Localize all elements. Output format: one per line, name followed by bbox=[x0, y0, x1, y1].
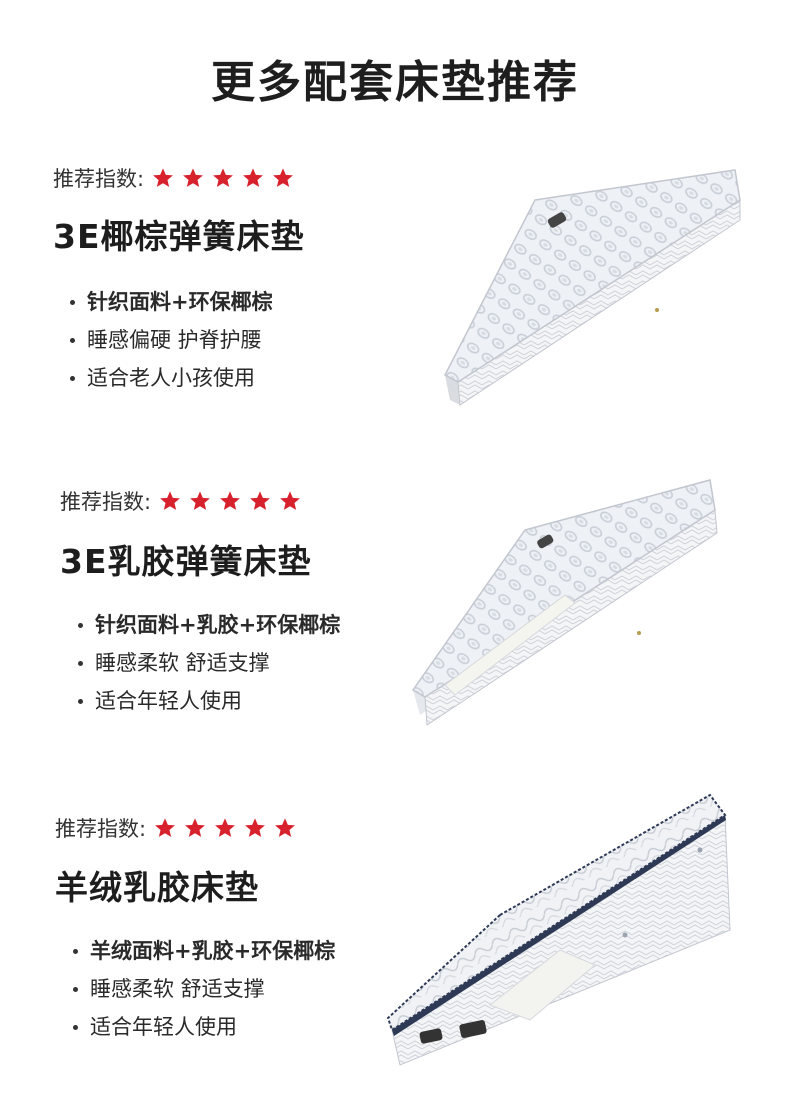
star-icon bbox=[159, 490, 181, 512]
bullet-icon bbox=[70, 299, 75, 305]
star-icon bbox=[244, 817, 266, 839]
feature-item: 适合年轻人使用 bbox=[73, 1008, 335, 1046]
rating-label: 推荐指数: bbox=[53, 167, 145, 191]
rating-label: 推荐指数: bbox=[55, 817, 147, 841]
mattress-image bbox=[411, 479, 718, 726]
feature-text: 睡感柔软 舒适支撑 bbox=[95, 651, 270, 675]
product-name: 3E椰棕弹簧床垫 bbox=[53, 217, 305, 256]
feature-list: 针织面料+乳胶+环保椰棕 睡感柔软 舒适支撑 适合年轻人使用 bbox=[78, 606, 340, 720]
feature-text: 睡感偏硬 护脊护腰 bbox=[87, 328, 262, 352]
page-title: 更多配套床垫推荐 bbox=[211, 57, 579, 108]
mattress-image bbox=[386, 793, 731, 1066]
bullet-icon bbox=[73, 986, 78, 992]
bullet-icon bbox=[78, 698, 83, 704]
rating-row: 推荐指数: bbox=[53, 163, 302, 193]
feature-text: 睡感柔软 舒适支撑 bbox=[90, 977, 265, 1001]
star-icon bbox=[249, 490, 271, 512]
feature-text: 针织面料+环保椰棕 bbox=[87, 290, 273, 314]
bullet-icon bbox=[73, 1024, 78, 1030]
product-name: 羊绒乳胶床垫 bbox=[55, 868, 259, 907]
feature-item: 适合年轻人使用 bbox=[78, 682, 340, 720]
rating-stars bbox=[152, 167, 302, 189]
rating-stars bbox=[154, 817, 304, 839]
star-icon bbox=[214, 817, 236, 839]
feature-item: 睡感柔软 舒适支撑 bbox=[73, 970, 335, 1008]
star-icon bbox=[279, 490, 301, 512]
feature-list: 羊绒面料+乳胶+环保椰棕 睡感柔软 舒适支撑 适合年轻人使用 bbox=[73, 932, 335, 1046]
feature-text: 适合年轻人使用 bbox=[95, 689, 242, 713]
rating-row: 推荐指数: bbox=[55, 813, 304, 843]
bullet-icon bbox=[78, 660, 83, 666]
rating-row: 推荐指数: bbox=[60, 486, 309, 516]
feature-item: 适合老人小孩使用 bbox=[70, 359, 273, 397]
feature-text: 适合老人小孩使用 bbox=[87, 366, 255, 390]
product-name: 3E乳胶弹簧床垫 bbox=[60, 542, 312, 581]
star-icon bbox=[212, 167, 234, 189]
feature-item: 针织面料+环保椰棕 bbox=[70, 283, 273, 321]
feature-item: 针织面料+乳胶+环保椰棕 bbox=[78, 606, 340, 644]
feature-text: 适合年轻人使用 bbox=[90, 1015, 237, 1039]
star-icon bbox=[189, 490, 211, 512]
bullet-icon bbox=[70, 337, 75, 343]
bullet-icon bbox=[73, 948, 78, 954]
mattress-image bbox=[443, 169, 741, 406]
star-icon bbox=[272, 167, 294, 189]
feature-text: 针织面料+乳胶+环保椰棕 bbox=[95, 613, 341, 637]
rating-stars bbox=[159, 490, 309, 512]
feature-item: 羊绒面料+乳胶+环保椰棕 bbox=[73, 932, 335, 970]
feature-list: 针织面料+环保椰棕 睡感偏硬 护脊护腰 适合老人小孩使用 bbox=[70, 283, 273, 397]
star-icon bbox=[242, 167, 264, 189]
star-icon bbox=[184, 817, 206, 839]
star-icon bbox=[219, 490, 241, 512]
bullet-icon bbox=[70, 375, 75, 381]
feature-item: 睡感柔软 舒适支撑 bbox=[78, 644, 340, 682]
star-icon bbox=[274, 817, 296, 839]
rating-label: 推荐指数: bbox=[60, 490, 152, 514]
feature-text: 羊绒面料+乳胶+环保椰棕 bbox=[90, 939, 336, 963]
star-icon bbox=[154, 817, 176, 839]
bullet-icon bbox=[78, 622, 83, 628]
feature-item: 睡感偏硬 护脊护腰 bbox=[70, 321, 273, 359]
star-icon bbox=[182, 167, 204, 189]
star-icon bbox=[152, 167, 174, 189]
